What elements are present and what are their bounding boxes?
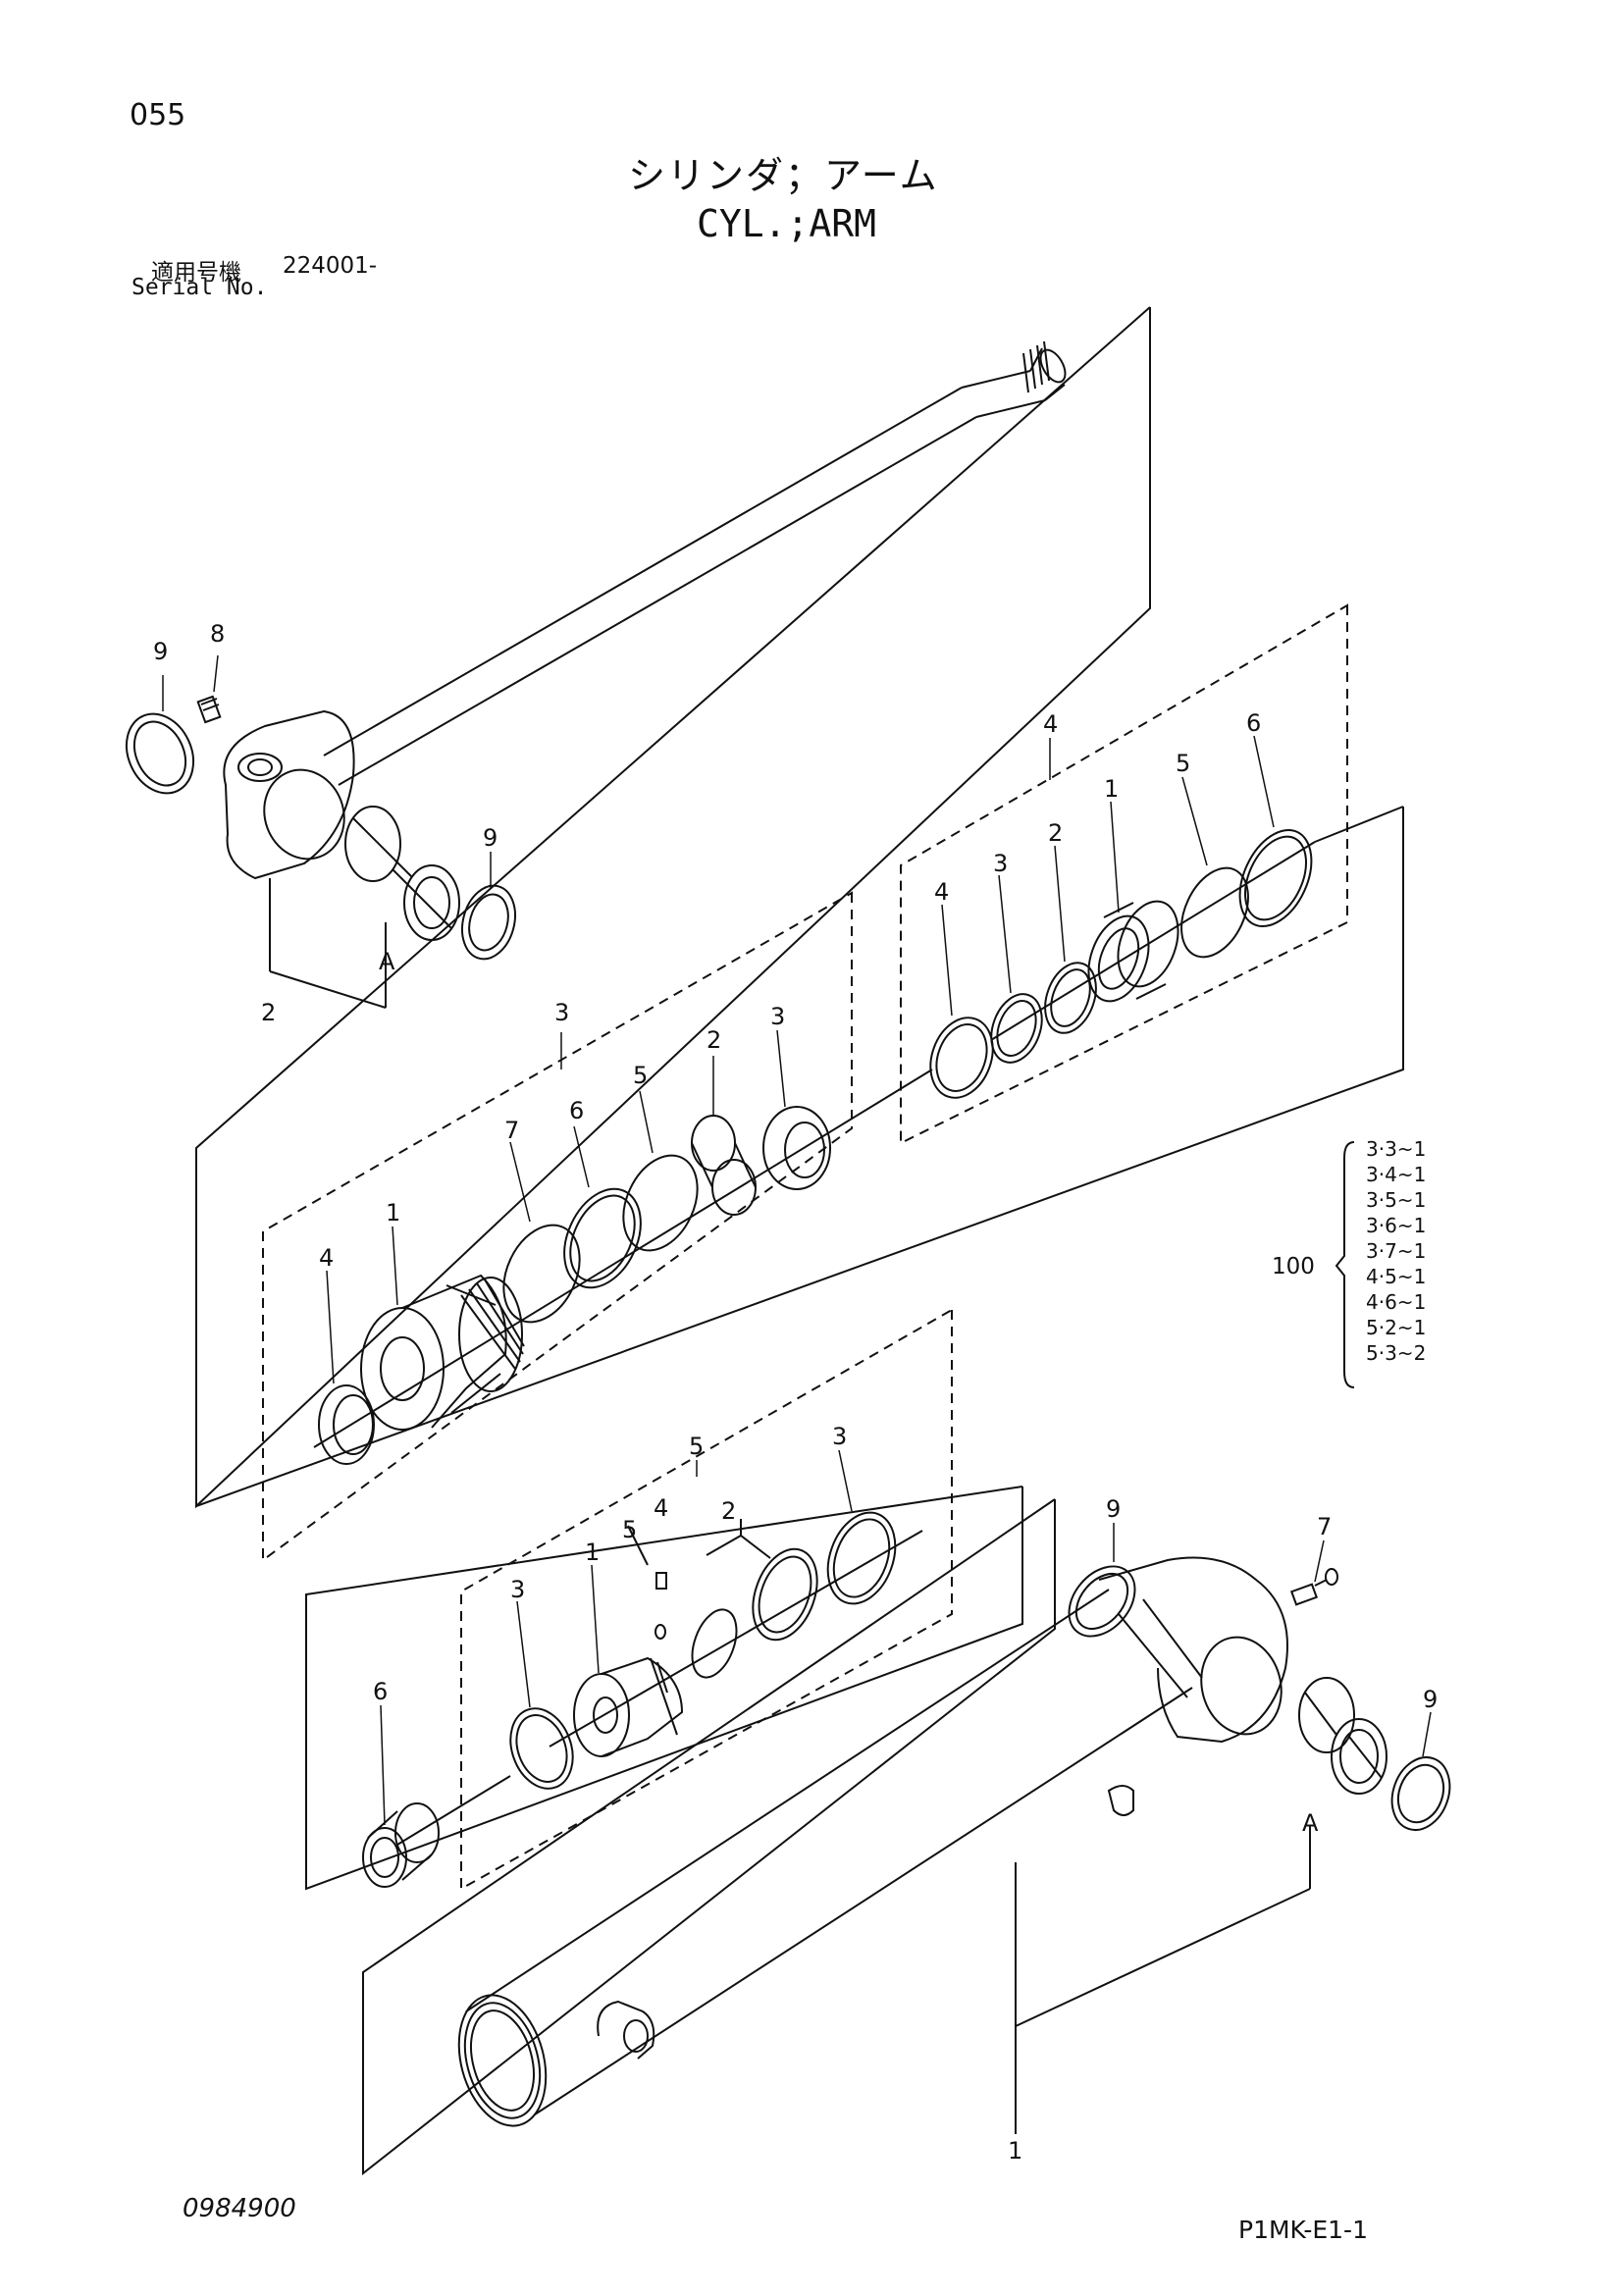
callout-tube-1: 1	[1008, 2137, 1022, 2165]
rod-eye	[223, 709, 355, 880]
bushing-tube-eye	[1298, 1677, 1387, 1795]
seal-part-9-rod-left	[125, 712, 195, 795]
callout-tube-9b: 9	[1423, 1686, 1438, 1713]
kit-entry: 4·5~1	[1366, 1265, 1427, 1288]
seal-part-9-tube-right	[1390, 1756, 1451, 1831]
callout-g5-5b: 5	[622, 1516, 637, 1543]
tube-group-outline	[362, 1498, 1056, 2176]
ring-part-5-piston	[1180, 866, 1249, 959]
group-4-box	[900, 603, 1348, 1145]
bushing-rod-eye	[344, 806, 460, 941]
ring-part-6-piston	[1238, 828, 1313, 928]
seal-part-4-piston	[929, 1017, 994, 1099]
group-3-4-outline	[195, 807, 1404, 1507]
callout-labels: 9 8 9 2 A 3 7 6 5 2 3 1 4 4 4 3 2 1 5 6 …	[153, 620, 1438, 2165]
callout-rod-A: A	[379, 948, 395, 975]
callout-g4-1: 1	[1104, 775, 1119, 803]
callout-rod-2: 2	[261, 999, 276, 1026]
ring-part-7	[502, 1224, 581, 1324]
seal-part-4-head	[318, 1384, 375, 1465]
group-5-box	[460, 1308, 953, 1891]
kit-entry: 5·3~2	[1366, 1341, 1427, 1365]
piston-seal-part-1	[1087, 900, 1179, 1003]
group-3-axis	[313, 1069, 933, 1448]
callout-g3-6: 6	[569, 1097, 584, 1124]
callout-tube-A: A	[1302, 1809, 1319, 1837]
callout-tube-9: 9	[1106, 1495, 1121, 1523]
plug-part-4	[655, 1572, 667, 1590]
kit-entry: 5·2~1	[1366, 1316, 1427, 1339]
callout-g5-1: 1	[585, 1539, 600, 1566]
ring-part-2-piston	[1044, 962, 1097, 1034]
kit-entry: 3·6~1	[1366, 1214, 1427, 1237]
document-number: 0984900	[183, 2194, 296, 2223]
kit-entry: 3·7~1	[1366, 1239, 1427, 1263]
callout-g4-4b: 4	[934, 878, 949, 906]
group-3-box	[262, 891, 853, 1562]
serial-number: 224001-	[283, 253, 378, 279]
bushing-part-2-head	[691, 1115, 757, 1216]
callout-g3-7: 7	[504, 1117, 519, 1144]
cushion-bearing-part-1	[573, 1656, 684, 1757]
grease-nipple-part-7	[1289, 1568, 1338, 1606]
group-5-axis	[549, 1530, 923, 1748]
title-japanese: シリンダ；アーム	[628, 154, 939, 197]
callout-g3-1: 1	[386, 1199, 400, 1226]
ring-part-2-cushion-a	[691, 1608, 738, 1679]
rod-group-outline	[195, 306, 1151, 1509]
group-5-outline	[305, 1486, 1023, 1891]
callout-g4-6: 6	[1246, 709, 1261, 737]
callout-g5-3: 3	[510, 1576, 525, 1603]
callout-g5-5: 5	[689, 1433, 704, 1460]
callout-rod-8: 8	[210, 620, 225, 648]
serial-label-english: Serial No.	[131, 275, 268, 300]
seal-part-3-head	[762, 1106, 831, 1190]
piston-rod	[323, 340, 1067, 786]
callout-g3-4: 4	[319, 1244, 334, 1272]
kit-entry: 3·4~1	[1366, 1163, 1427, 1186]
callout-g5-2: 2	[721, 1497, 736, 1525]
serial-label-japanese: 適用号機	[151, 260, 241, 286]
page-code: P1MK-E1-1	[1238, 2216, 1368, 2244]
cylinder-head-part-1	[360, 1274, 525, 1431]
bushing-part-6	[362, 1802, 440, 1888]
callout-tube-7: 7	[1317, 1513, 1332, 1540]
seal-part-9-tube-left	[1068, 1565, 1136, 1638]
callout-g3-3b: 3	[770, 1003, 785, 1030]
ring-part-3-cushion-right	[826, 1511, 897, 1605]
callout-g3-2: 2	[707, 1026, 721, 1054]
grease-nipple-part-8	[196, 695, 222, 724]
callout-g4-4: 4	[1043, 710, 1058, 738]
ring-part-6	[563, 1187, 642, 1289]
callout-g5-6: 6	[373, 1678, 388, 1705]
ring-part-2-cushion-b	[752, 1547, 818, 1642]
kit-label: 100	[1272, 1254, 1315, 1279]
callout-g5-4: 4	[654, 1494, 668, 1522]
seal-part-9-rod-right	[461, 884, 516, 961]
callout-rod-9b: 9	[483, 824, 497, 852]
kit-brace	[1335, 1141, 1355, 1388]
ball-part-5	[654, 1624, 666, 1640]
ring-part-3-cushion-left	[509, 1707, 574, 1790]
callout-g4-3: 3	[993, 850, 1008, 877]
title-english: CYL.;ARM	[697, 202, 877, 245]
kit-entry: 4·6~1	[1366, 1290, 1427, 1314]
cylinder-tube-part-1	[457, 1556, 1288, 2127]
group-4-axis	[990, 841, 1316, 1041]
callout-g4-2: 2	[1048, 819, 1063, 847]
kit-entry: 3·5~1	[1366, 1188, 1427, 1212]
callout-g5-3b: 3	[832, 1423, 847, 1450]
kit-contents-list: 3·3~1 3·4~1 3·5~1 3·6~1 3·7~1 4·5~1 4·6~…	[1366, 1136, 1426, 1366]
callout-g3-5: 5	[633, 1062, 648, 1089]
callout-rod-9a: 9	[153, 638, 168, 665]
kit-entry: 3·3~1	[1366, 1137, 1427, 1161]
callout-g3-3: 3	[554, 999, 569, 1026]
page-number: 055	[130, 98, 186, 132]
callout-g4-5: 5	[1176, 750, 1190, 777]
callout-bracket-2	[269, 970, 387, 1009]
ring-part-3-piston	[990, 993, 1043, 1064]
